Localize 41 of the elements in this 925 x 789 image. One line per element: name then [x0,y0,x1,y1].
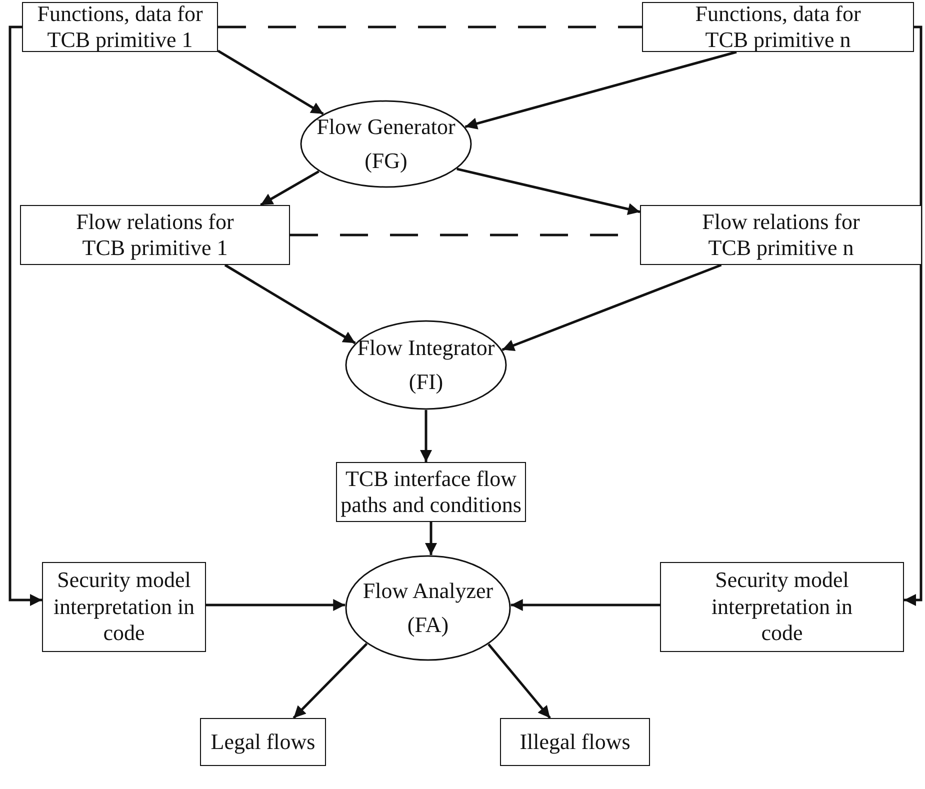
process-box [22,2,218,52]
process-ellipse [300,100,472,188]
node-label: Flow Generator [316,114,456,140]
process-ellipse [345,555,511,661]
process-box [20,205,290,265]
node-label: Functions, data for TCB primitive 1 [36,0,204,54]
node-label: Flow Analyzer [362,578,494,604]
node-label: Flow relations for TCB primitive n [701,208,861,262]
node-label: Functions, data for TCB primitive n [694,0,862,54]
abbreviation-label: (FA) [407,612,449,638]
arrow [292,642,368,719]
arrow [260,170,320,206]
process-box [642,2,914,52]
node-label: Illegal flows [520,728,630,756]
node-label: Security model interpretation in code [52,567,196,647]
arrow [510,599,660,611]
arrow [464,50,737,130]
arrow [8,26,42,606]
arrow [904,26,922,606]
node-label: Flow relations for TCB primitive 1 [75,208,235,262]
process-box [500,718,650,766]
node-label: TCB interface flow paths and conditions [340,466,522,518]
process-box [640,205,922,265]
node-label: Security model interpretation in code [710,567,854,647]
arrow [217,50,324,115]
arrow [502,264,722,352]
arrow [456,168,640,215]
arrow [206,599,346,611]
abbreviation-label: (FI) [408,369,444,396]
process-box [200,718,326,766]
node-label: Legal flows [210,728,316,756]
arrow [224,264,356,344]
abbreviation-label: (FG) [364,148,408,174]
arrow [420,410,432,462]
node-label: Flow Integrator [357,334,495,361]
arrow [488,643,551,719]
process-box [660,562,904,652]
process-ellipse [345,320,507,410]
arrow [425,522,437,556]
connector-line [218,26,642,28]
process-box [42,562,206,652]
